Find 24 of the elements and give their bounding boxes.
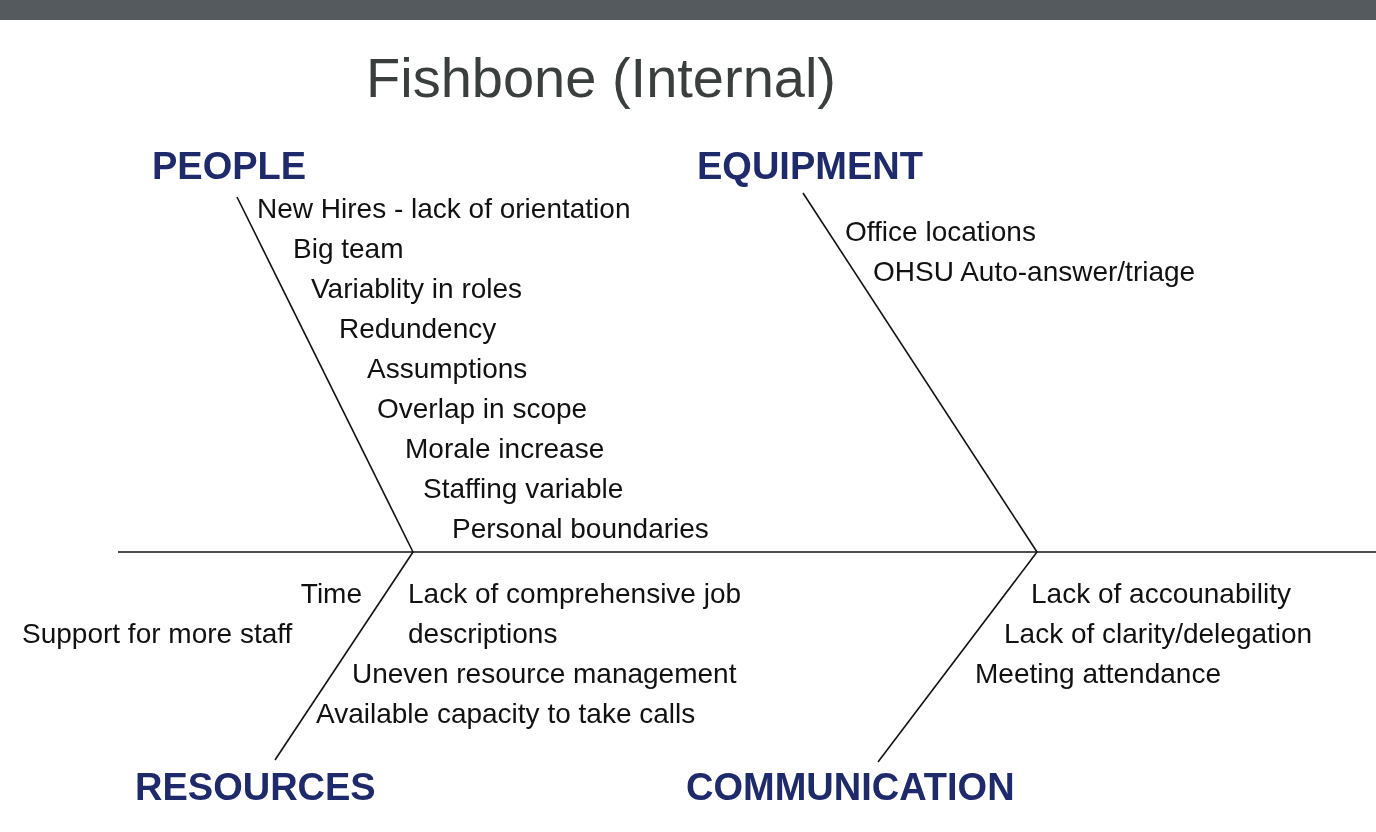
cause-label: Overlap in scope [377, 392, 588, 426]
cause-label: Lack of accounability [1031, 577, 1291, 611]
title: Fishbone (Internal) [366, 45, 836, 111]
cause-label: Big team [293, 232, 404, 266]
cause-label: Available capacity to take calls [316, 697, 696, 731]
cause-label: Meeting attendance [975, 657, 1221, 691]
cause-label: Time [300, 577, 362, 611]
cause-label: Support for more staff [22, 617, 293, 651]
cause-label: Lack of clarity/delegation [1004, 617, 1313, 651]
cause-label: Office locations [845, 215, 1036, 249]
cause-label: Uneven resource management [352, 657, 737, 691]
cause-label: Redundency [339, 312, 497, 346]
cause-label: New Hires - lack of orientation [257, 192, 631, 226]
category-heading: COMMUNICATION [686, 767, 1015, 807]
cause-label: Morale increase [405, 432, 605, 466]
cause-label: Personal boundaries [452, 512, 709, 546]
category-heading: PEOPLE [152, 146, 307, 186]
cause-label: Variablity in roles [311, 272, 523, 306]
cause-label: OHSU Auto-answer/triage [873, 255, 1196, 289]
category-heading: RESOURCES [135, 767, 376, 807]
category-heading: EQUIPMENT [697, 146, 923, 186]
cause-label: Lack of comprehensive job descriptions [408, 577, 743, 651]
cause-label: Staffing variable [423, 472, 624, 506]
cause-label: Assumptions [367, 352, 528, 386]
